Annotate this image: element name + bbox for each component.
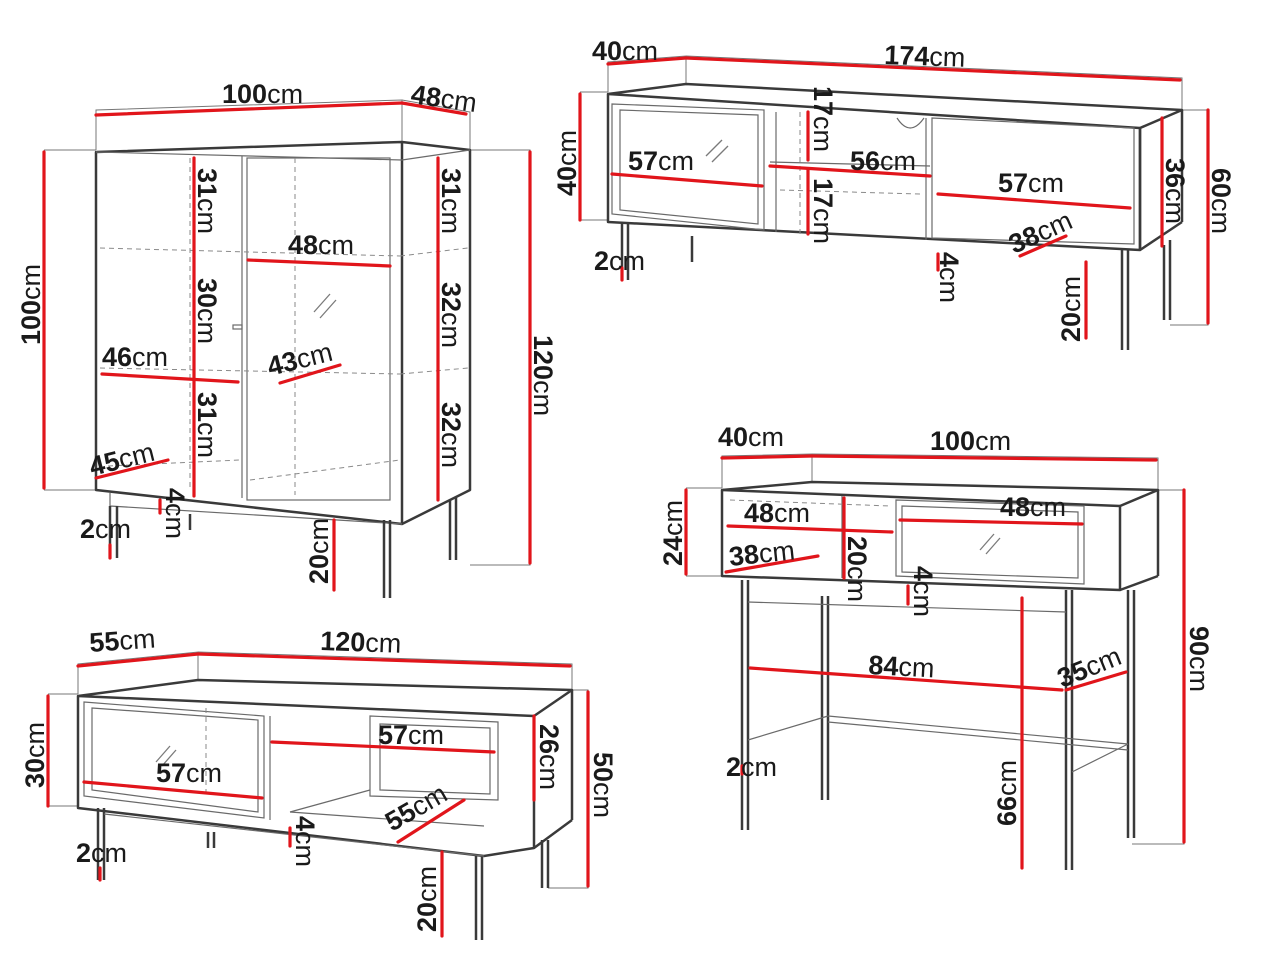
coffee-top-thickness-label: 2cm bbox=[76, 838, 127, 868]
console-frame-width-label: 84cm bbox=[868, 650, 936, 683]
coffee-plinth-label: 4cm bbox=[290, 816, 320, 867]
console-glass-mark-icon bbox=[979, 533, 995, 551]
console-left-width-label: 48cm bbox=[744, 498, 810, 528]
glass-mark-icon bbox=[313, 293, 331, 313]
hb-door-width-label: 48cm bbox=[288, 230, 354, 260]
tv-door-right-label: 57cm bbox=[998, 168, 1064, 198]
tv-middle-top-label: 17cm bbox=[808, 86, 838, 152]
coffee-open-width-label: 57cm bbox=[378, 720, 444, 750]
hb-inner-depth-right-label: 43cm bbox=[264, 337, 335, 382]
hb-right-top-label: 31cm bbox=[436, 168, 466, 234]
hb-total-height-label: 120cm bbox=[528, 335, 558, 416]
console-depth-label: 40cm bbox=[718, 422, 784, 452]
console-top-thickness-label: 2cm bbox=[726, 752, 777, 782]
coffee-leg-height-label: 20cm bbox=[412, 866, 442, 932]
console-right-width-label: 48cm bbox=[1000, 492, 1066, 522]
console-inner-depth-label: 38cm bbox=[727, 535, 796, 572]
tv-stand-drawing: 40cm 174cm 40cm 60cm 36cm 57cm 56cm 57cm… bbox=[552, 36, 1236, 350]
console-drawer-height-label: 20cm bbox=[842, 536, 872, 602]
tv-middle-bottom-label: 17cm bbox=[808, 178, 838, 244]
tv-width-label: 174cm bbox=[884, 40, 966, 73]
tv-glass-mark-icon bbox=[705, 139, 723, 157]
console-width-label: 100cm bbox=[930, 426, 1011, 456]
tv-top-thickness-label: 2cm bbox=[594, 246, 645, 276]
highboard-drawing: 100cm 48cm 100cm 120cm 31cm 30cm 31cm 31… bbox=[16, 79, 558, 598]
coffee-door-width-label: 57cm bbox=[156, 758, 222, 788]
hb-body-height-label: 100cm bbox=[16, 264, 46, 345]
console-body-height-label: 24cm bbox=[658, 500, 688, 566]
tv-body-height-label: 40cm bbox=[552, 130, 582, 196]
coffee-table-drawing: 55cm 120cm 30cm 50cm 26cm 57cm 57cm 55cm… bbox=[20, 623, 618, 940]
console-total-height-label: 90cm bbox=[1184, 626, 1214, 692]
hb-inner-depth-left-label: 45cm bbox=[86, 437, 157, 482]
tv-depth-label: 40cm bbox=[592, 36, 658, 66]
coffee-open-depth-label: 55cm bbox=[380, 778, 452, 837]
hb-right-bottom-label: 32cm bbox=[436, 402, 466, 468]
coffee-width-label: 120cm bbox=[320, 626, 402, 659]
tv-right-height-label: 36cm bbox=[1160, 158, 1190, 224]
hb-plinth-label: 4cm bbox=[160, 488, 190, 539]
hb-leg-height-label: 20cm bbox=[304, 518, 334, 584]
console-drawing: 40cm 100cm 24cm 90cm 48cm 48cm 38cm 20cm… bbox=[658, 422, 1214, 870]
hb-shelf-bottom-label: 31cm bbox=[192, 392, 222, 458]
coffee-total-height-label: 50cm bbox=[588, 752, 618, 818]
tv-total-height-label: 60cm bbox=[1206, 168, 1236, 234]
hb-shelf-mid-label: 30cm bbox=[192, 278, 222, 344]
tv-inner-depth-label: 38cm bbox=[1004, 205, 1077, 259]
tv-plinth-label: 4cm bbox=[934, 252, 964, 303]
hb-depth-label: 48cm bbox=[409, 79, 479, 118]
console-leg-height-label: 66cm bbox=[992, 760, 1022, 826]
hb-width-label: 100cm bbox=[222, 79, 303, 109]
tv-leg-height-label: 20cm bbox=[1056, 276, 1086, 342]
hb-top-thickness-label: 2cm bbox=[80, 514, 131, 544]
hb-inner-width-label: 46cm bbox=[102, 342, 168, 372]
hb-right-mid-label: 32cm bbox=[436, 282, 466, 348]
console-frame-depth-label: 35cm bbox=[1053, 641, 1125, 694]
console-plinth-label: 4cm bbox=[908, 566, 938, 617]
coffee-glass-mark-icon bbox=[155, 745, 171, 763]
coffee-body-height-label: 30cm bbox=[20, 722, 50, 788]
coffee-depth-label: 55cm bbox=[88, 623, 156, 658]
tv-door-left-label: 57cm bbox=[628, 146, 694, 176]
coffee-open-height-label: 26cm bbox=[534, 724, 564, 790]
tv-middle-width-label: 56cm bbox=[850, 146, 916, 176]
hb-shelf-top-label: 31cm bbox=[192, 168, 222, 234]
